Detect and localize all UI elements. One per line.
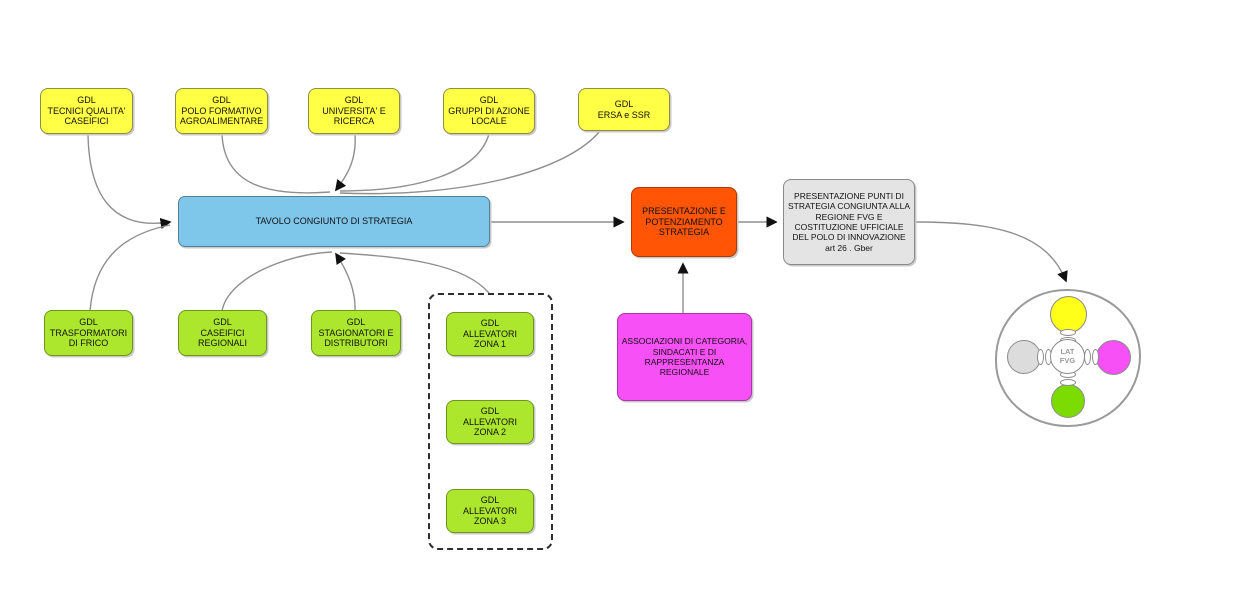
satellite-circle-right-magenta: [1096, 340, 1131, 375]
edge-gruppi-to-hub: [339, 133, 490, 192]
node-gdl-universita-e-ricerca: GDL UNIVERSITA' E RICERCA: [308, 88, 400, 134]
edge-tecnici-to-hub: [87, 133, 172, 229]
node-gdl-trasformatori-di-frico: GDL TRASFORMATORI DI FRICO: [44, 310, 133, 356]
node-lat-fvg-center: LAT FVG: [1050, 339, 1085, 374]
satellite-circle-left-gray: [1007, 340, 1041, 374]
link-pill-left-1: [1037, 349, 1044, 365]
node-gdl-allevatori-zona-3: GDL ALLEVATORI ZONA 3: [446, 489, 534, 533]
node-gdl-allevatori-zona-1: GDL ALLEVATORI ZONA 1: [446, 312, 534, 356]
node-gdl-gruppi-di-azione-locale: GDL GRUPPI DI AZIONE LOCALE: [443, 88, 535, 134]
edge-ersa-to-hub: [339, 130, 601, 195]
edge-final-to-circle: [914, 221, 1068, 283]
edge-stagionatori-to-hub: [335, 252, 356, 312]
node-tavolo-congiunto-di-strategia: TAVOLO CONGIUNTO DI STRATEGIA: [178, 196, 490, 247]
link-pill-top-1: [1060, 329, 1076, 336]
node-gdl-polo-formativo-agroalimentare: GDL POLO FORMATIVO AGROALIMENTARE: [175, 88, 268, 134]
satellite-circle-bottom-green: [1051, 384, 1085, 418]
link-pill-right-2: [1092, 349, 1099, 365]
edge-trasformatori-to-hub: [89, 224, 171, 312]
node-gdl-ersa-e-ssr: GDL ERSA e SSR: [578, 88, 670, 131]
node-gdl-caseifici-regionali: GDL CASEIFICI REGIONALI: [178, 310, 267, 356]
node-gdl-tecnici-qualita-caseifici: GDL TECNICI QUALITA' CASEIFICI: [40, 88, 133, 134]
link-pill-bottom-2: [1060, 379, 1076, 386]
edge-polo-to-hub: [221, 133, 331, 194]
node-associazioni-di-categoria: ASSOCIAZIONI DI CATEGORIA, SINDACATI E D…: [617, 313, 752, 401]
allevatori-group-container: [428, 293, 553, 550]
link-pill-right-1: [1084, 349, 1091, 365]
node-presentazione-punti-di-strategia: PRESENTAZIONE PUNTI DI STRATEGIA CONGIUN…: [783, 179, 915, 265]
node-gdl-stagionatori-e-distributori: GDL STAGIONATORI E DISTRIBUTORI: [311, 310, 401, 356]
node-presentazione-e-potenziamento-strategia: PRESENTAZIONE E POTENZIAMENTO STRATEGIA: [631, 187, 737, 257]
edge-universita-to-hub: [334, 133, 356, 192]
satellite-circle-top-yellow: [1050, 296, 1087, 333]
node-gdl-allevatori-zona-2: GDL ALLEVATORI ZONA 2: [446, 400, 534, 444]
edge-caseifici-to-hub: [221, 251, 333, 312]
edge-allevatori-to-hub: [339, 252, 490, 294]
